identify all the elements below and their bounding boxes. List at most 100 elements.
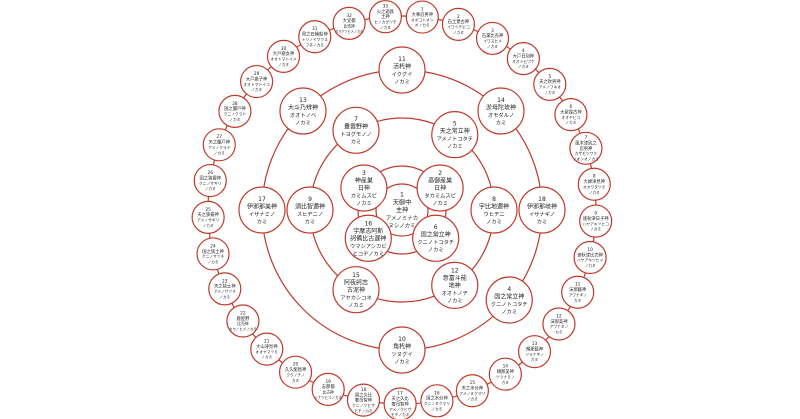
- node-ring3-4-number: 4: [507, 286, 511, 293]
- node-ring2-12-line: オオトノヂ: [442, 290, 468, 297]
- node-ring3-17-number: 17: [258, 196, 266, 203]
- node-outer-24-line: 国之狭土神: [202, 248, 223, 255]
- node-outer-11-number: 11: [575, 282, 581, 288]
- node-ring1-6-line: クニノトコタチ: [417, 238, 454, 246]
- node-ring1-3-line: ノカミ: [356, 200, 372, 207]
- node-outer-4-line: ノカミ: [518, 64, 530, 69]
- node-outer-6-circle: [554, 98, 588, 132]
- node-outer-30-number: 30: [281, 46, 287, 52]
- node-outer-18-line: モチノカミ: [354, 408, 373, 413]
- node-outer-9-circle: [579, 204, 613, 238]
- node-outer-2-number: 2: [457, 14, 460, 20]
- node-outer-29-line: オオトマトイコ: [243, 82, 270, 87]
- node-ring1-16-line: ヒコヂノカミ: [353, 250, 384, 257]
- node-outer-25-circle: [191, 200, 225, 234]
- node-ring2-15-circle: [332, 266, 380, 314]
- node-ring2-8-line: ウヒヂニ: [483, 210, 504, 218]
- node-outer-6-line: 大屋毘古神: [560, 108, 581, 115]
- node-outer-16-line: ノカミ: [431, 406, 443, 411]
- node-outer-2-circle: [441, 7, 476, 41]
- node-outer-33-line: ヒノカグツチ: [374, 20, 397, 25]
- node-ring1-16-line: 宇摩志阿斯: [353, 227, 383, 235]
- node-ring1-16-line: ウマシアシカビ: [350, 242, 387, 250]
- node-ring3-11-line: ノカミ: [394, 78, 410, 85]
- node-outer-28-line: ノカミ: [229, 117, 241, 122]
- node-outer-1-line: 大事忍男神: [412, 11, 433, 18]
- node-outer-33-line: 火之迦具: [377, 8, 395, 15]
- node-outer-7-line: ノオシオノカミ: [573, 157, 600, 162]
- node-outer-28-circle: [218, 94, 252, 129]
- node-outer-20-line: カミ: [292, 378, 300, 383]
- node-outer-18-number: 18: [361, 387, 367, 393]
- node-outer-30-line: ノカミ: [278, 62, 290, 67]
- node-outer-4-circle: [506, 42, 540, 76]
- node-outer-20-line: 久久能智神: [285, 366, 306, 373]
- node-ring3-4-circle: [485, 276, 533, 324]
- node-outer-9-line: 速秋津日子神: [583, 215, 609, 222]
- node-ring3-13-circle: [279, 87, 327, 135]
- node-ring1-3-line: 日神: [358, 184, 370, 192]
- deity-nodes: 1天御中主神アメノミナカヌシノカミ2高御産巣日神タカミムスビノカミ6国之常立神ク…: [191, 0, 613, 419]
- node-outer-33-line: 土神: [381, 13, 390, 20]
- node-outer-32-line: 比売神: [343, 24, 355, 29]
- node-outer-24-line: クニノサヅチ: [202, 254, 225, 259]
- node-outer-15-number: 15: [470, 380, 476, 386]
- node-outer-8-number: 8: [593, 174, 596, 180]
- node-outer-29-circle: [240, 64, 274, 99]
- node-ring3-13-line: 大斗乃辨神: [288, 103, 318, 111]
- node-ring1-6-line: 国之常立神: [421, 231, 451, 239]
- node-outer-15-circle: [455, 374, 489, 408]
- node-ring3-14-circle: [477, 87, 525, 135]
- node-ring1-2-circle: [416, 164, 464, 212]
- node-outer-4-line: 大戸日別神: [513, 52, 534, 59]
- node-outer-18-line: クニノクヒザ: [352, 403, 375, 408]
- node-outer-5-line: アメノフキオ: [539, 85, 562, 90]
- node-outer-23-line: 天之狭土神: [214, 283, 235, 290]
- node-outer-15-line: 天之水分神: [462, 385, 483, 392]
- node-ring3-14-number: 14: [497, 97, 505, 104]
- node-ring3-18-line: イザナギノ: [529, 211, 555, 218]
- node-outer-19-circle: [311, 372, 345, 407]
- node-outer-33-circle: [368, 0, 402, 34]
- node-outer-1-number: 1: [421, 7, 424, 13]
- node-ring1-2-number: 2: [438, 170, 442, 177]
- node-ring2-15-line: 阿夜訶志: [344, 278, 368, 286]
- node-outer-10-circle: [573, 240, 607, 275]
- node-outer-31-circle: [298, 20, 332, 54]
- node-ring2-15-line: 古泥神: [347, 286, 365, 294]
- node-outer-6-number: 6: [570, 104, 573, 110]
- node-ring2-7-circle: [332, 106, 380, 154]
- node-ring2-8-line: ノカミ: [486, 218, 502, 225]
- node-outer-4-line: オオトヒワケ: [512, 59, 535, 64]
- node-outer-5-line: ノカミ: [544, 90, 556, 95]
- node-ring1-6-circle: [412, 214, 460, 262]
- node-outer-21-line: 大山津見神: [256, 343, 277, 350]
- node-ring2-12-circle: [431, 261, 479, 309]
- node-ring2-9-line: 須比智邇神: [295, 202, 325, 210]
- node-outer-23-line: アメノサヅチ: [214, 289, 237, 294]
- node-outer-1-line: オノカミ: [415, 23, 430, 28]
- node-outer-11-line: アワナギノ: [568, 292, 587, 297]
- node-center-number: 1: [400, 192, 404, 199]
- node-outer-32-number: 32: [346, 13, 352, 19]
- node-ring3-10-line: ツヌグイ: [391, 350, 412, 358]
- node-outer-30-line: オオトマトイメ: [270, 57, 297, 62]
- node-ring3-4-line: ノカミ: [501, 308, 517, 315]
- node-outer-17-number: 17: [397, 391, 403, 397]
- node-outer-20-circle: [278, 355, 313, 389]
- node-outer-2-line: 石土毘古神: [448, 18, 469, 25]
